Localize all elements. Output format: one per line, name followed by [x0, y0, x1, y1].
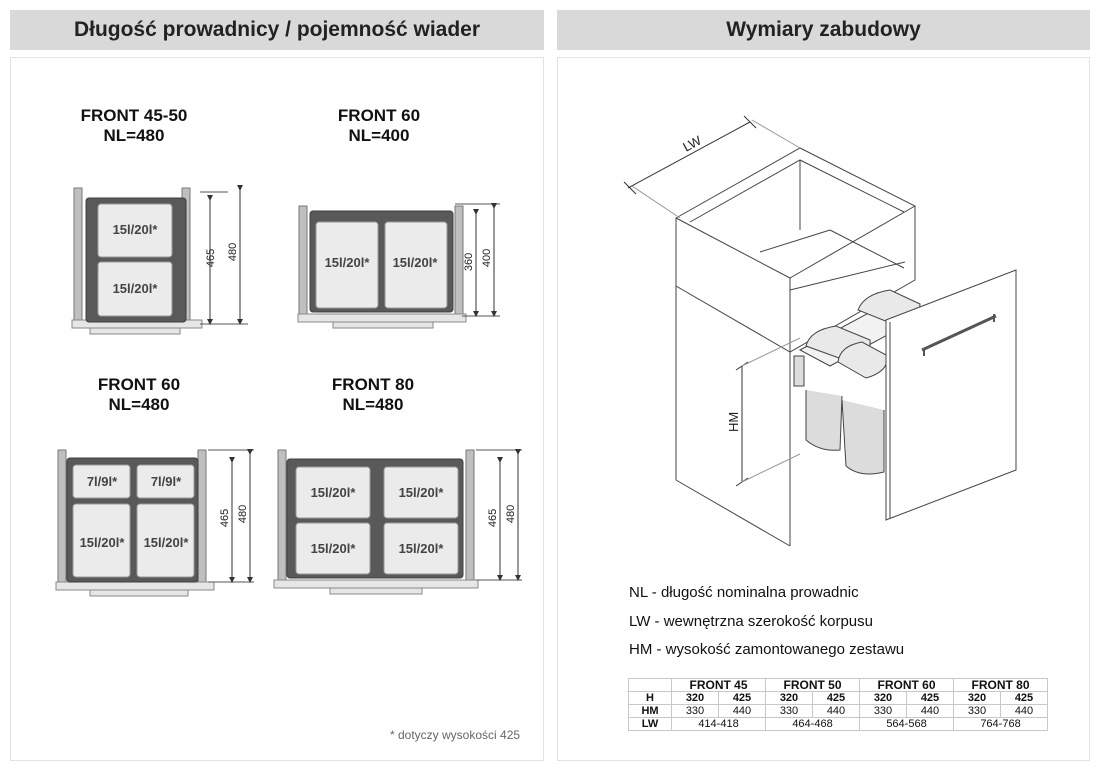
- table-row-label: LW: [628, 717, 672, 731]
- table-row-h: H 320 425 320 425 320 425 320 425: [628, 691, 1048, 705]
- table-cell: 425: [906, 691, 954, 705]
- bucket-3-1: [72, 464, 131, 499]
- dim-2-inner: 360: [463, 253, 475, 271]
- table-front-2: FRONT 50: [765, 678, 860, 692]
- bucket-4-4: [383, 522, 459, 575]
- table-cell: 564-568: [859, 717, 954, 731]
- header-right: Wymiary zabudowy: [557, 10, 1090, 50]
- table-cell: 464-468: [765, 717, 860, 731]
- table-cell: 330: [765, 704, 813, 718]
- table-cell: 320: [953, 691, 1001, 705]
- bucket-3-3-label: 15l/20l*: [80, 535, 126, 550]
- bucket-1-1: [97, 203, 173, 258]
- bucket-3-1-label: 7l/9l*: [87, 474, 118, 489]
- bucket-3-3: [72, 503, 131, 578]
- bucket-2-1-label: 15l/20l*: [325, 255, 371, 270]
- dim-2-outer: 400: [481, 249, 493, 267]
- table-cell: 440: [718, 704, 766, 718]
- cabinet-drawing: [623, 115, 1017, 547]
- table-cell: 320: [765, 691, 813, 705]
- bucket-4-1: [295, 466, 371, 519]
- table-cell: 330: [671, 704, 719, 718]
- bucket-3-4: [136, 503, 195, 578]
- config-4-front: FRONT 80: [331, 375, 415, 394]
- table-cell: 425: [718, 691, 766, 705]
- drawer-3: 7l/9l* 7l/9l* 15l/20l* 15l/20l* 465 480: [55, 449, 254, 597]
- header-left: Długość prowadnicy / pojemność wiader: [10, 10, 544, 50]
- dim-4-inner: 465: [487, 509, 499, 527]
- dim-4-outer: 480: [505, 505, 517, 523]
- drawer-1: 15l/20l* 15l/20l* 465 480: [71, 185, 248, 335]
- config-3-front: FRONT 60: [97, 375, 181, 394]
- table-cell: 414-418: [671, 717, 766, 731]
- panel-left: [10, 57, 544, 761]
- config-2-nl: NL=400: [348, 126, 410, 145]
- bucket-4-4-label: 15l/20l*: [399, 541, 445, 556]
- table-header-row: FRONT 45 FRONT 50 FRONT 60 FRONT 80: [628, 678, 1048, 692]
- panel-right: [557, 57, 1090, 761]
- table-row-label: HM: [628, 704, 672, 718]
- config-1-title: FRONT 45-50 NL=480: [64, 106, 204, 146]
- config-3-nl: NL=480: [108, 395, 170, 414]
- config-4-title: FRONT 80 NL=480: [303, 375, 443, 415]
- config-2-title: FRONT 60 NL=400: [309, 106, 449, 146]
- bucket-3-2: [136, 464, 195, 499]
- table-front-1: FRONT 45: [671, 678, 766, 692]
- table-cell: 440: [1000, 704, 1048, 718]
- table-row-label: H: [628, 691, 672, 705]
- dim-3-inner: 465: [219, 509, 231, 527]
- config-3-title: FRONT 60 NL=480: [69, 375, 209, 415]
- bucket-1-1-label: 15l/20l*: [113, 222, 159, 237]
- dim-1-outer: 480: [227, 243, 239, 261]
- bucket-3-4-label: 15l/20l*: [144, 535, 190, 550]
- config-1-front: FRONT 45-50: [80, 106, 188, 125]
- dim-3-outer: 480: [237, 505, 249, 523]
- bucket-4-3-label: 15l/20l*: [311, 541, 357, 556]
- table-cell: 330: [953, 704, 1001, 718]
- bucket-3-2-label: 7l/9l*: [151, 474, 182, 489]
- bucket-4-1-label: 15l/20l*: [311, 485, 357, 500]
- config-1-nl: NL=480: [103, 126, 165, 145]
- bucket-2-1: [315, 221, 379, 309]
- hm-label: HM: [726, 412, 741, 432]
- dim-1-inner: 465: [205, 249, 217, 267]
- table-cell: 330: [859, 704, 907, 718]
- bucket-2-2-label: 15l/20l*: [393, 255, 439, 270]
- legend-hm: HM - wysokość zamontowanego zestawu: [629, 641, 905, 658]
- table-row-hm: HM 330 440 330 440 330 440 330 440: [628, 704, 1048, 718]
- legend-nl: NL - długość nominalna prowadnic: [629, 584, 859, 601]
- dimensions-table: FRONT 45 FRONT 50 FRONT 60 FRONT 80 H 32…: [628, 678, 1048, 731]
- config-2-front: FRONT 60: [337, 106, 421, 125]
- bucket-1-2: [97, 261, 173, 317]
- table-cell: 320: [859, 691, 907, 705]
- legend-lw: LW - wewnętrzna szerokość korpusu: [629, 613, 873, 630]
- bucket-2-2: [384, 221, 448, 309]
- drawer-4: 15l/20l* 15l/20l* 15l/20l* 15l/20l* 465 …: [273, 449, 522, 595]
- footnote: * dotyczy wysokości 425: [390, 728, 521, 742]
- bucket-4-2: [383, 466, 459, 519]
- table-cell: 320: [671, 691, 719, 705]
- bucket-4-2-label: 15l/20l*: [399, 485, 445, 500]
- table-cell: 440: [812, 704, 860, 718]
- lw-label: LW: [680, 132, 704, 154]
- config-4-nl: NL=480: [342, 395, 404, 414]
- bucket-1-2-label: 15l/20l*: [113, 281, 159, 296]
- table-row-lw: LW 414-418 464-468 564-568 764-768: [628, 717, 1048, 731]
- table-cell: 425: [812, 691, 860, 705]
- bucket-4-3: [295, 522, 371, 575]
- table-front-3: FRONT 60: [859, 678, 954, 692]
- table-front-4: FRONT 80: [953, 678, 1048, 692]
- table-cell: 425: [1000, 691, 1048, 705]
- table-cell: 440: [906, 704, 954, 718]
- table-cell: 764-768: [953, 717, 1048, 731]
- drawer-2: 15l/20l* 15l/20l* 360 400: [297, 203, 500, 329]
